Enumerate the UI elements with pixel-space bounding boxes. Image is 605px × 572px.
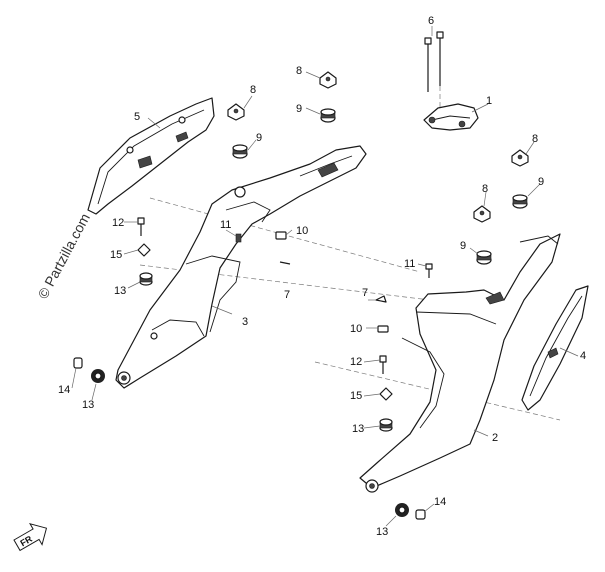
part-14-collar[interactable] xyxy=(73,357,83,369)
part-8-nut[interactable] xyxy=(511,149,529,167)
callout-2: 2 xyxy=(492,432,498,444)
callout-12: 12 xyxy=(350,356,362,368)
part-14-collar[interactable] xyxy=(415,509,426,520)
callout-labels: 1 2 3 4 5 6 7 7 8 8 8 8 9 9 9 9 10 10 11… xyxy=(58,15,586,538)
part-12-screw[interactable] xyxy=(137,217,145,236)
part-8-nut[interactable] xyxy=(473,205,491,223)
part-13-grommet[interactable] xyxy=(91,369,105,383)
part-4-right-side-trim[interactable] xyxy=(521,285,589,411)
part-11-screw[interactable] xyxy=(425,263,433,278)
callout-10: 10 xyxy=(296,225,308,237)
callout-8: 8 xyxy=(296,65,302,77)
part-9-grommet[interactable] xyxy=(232,144,248,159)
callout-8: 8 xyxy=(250,84,256,96)
callout-11: 11 xyxy=(404,258,415,270)
part-13-grommet[interactable] xyxy=(395,503,409,517)
part-10-clip[interactable] xyxy=(275,231,287,240)
hardware xyxy=(73,71,529,520)
part-3-left-side-cover[interactable] xyxy=(115,145,367,389)
callout-13: 13 xyxy=(352,423,364,435)
callout-10: 10 xyxy=(350,323,362,335)
callout-9: 9 xyxy=(296,103,302,115)
callout-5: 5 xyxy=(134,111,140,123)
callout-1: 1 xyxy=(486,95,492,107)
callout-8: 8 xyxy=(482,183,488,195)
part-9-grommet[interactable] xyxy=(320,108,336,123)
callout-9: 9 xyxy=(538,176,544,188)
callout-14: 14 xyxy=(58,384,70,396)
part-12-screw[interactable] xyxy=(379,355,387,374)
part-8-nut[interactable] xyxy=(227,103,245,121)
part-15-clip[interactable] xyxy=(379,387,393,401)
callout-8: 8 xyxy=(532,133,538,145)
callout-3: 3 xyxy=(242,316,248,328)
callout-7: 7 xyxy=(284,289,290,301)
callout-7: 7 xyxy=(362,287,368,299)
callout-12: 12 xyxy=(112,217,124,229)
watermark: © Partzilla.com xyxy=(35,211,93,302)
part-8-nut[interactable] xyxy=(319,71,337,89)
callout-13: 13 xyxy=(376,526,388,538)
part-2-right-side-cover[interactable] xyxy=(359,233,561,493)
part-9-grommet[interactable] xyxy=(476,250,492,265)
part-9-grommet[interactable] xyxy=(512,194,528,209)
callout-15: 15 xyxy=(350,390,362,402)
callout-9: 9 xyxy=(256,132,262,144)
part-11-screw[interactable] xyxy=(235,233,242,243)
callout-4: 4 xyxy=(580,350,586,362)
part-10-clip[interactable] xyxy=(377,325,389,333)
part-13-grommet[interactable] xyxy=(139,272,153,286)
callout-6: 6 xyxy=(428,15,434,27)
leader-lines xyxy=(71,26,579,527)
part-7-screw[interactable] xyxy=(375,295,387,303)
callout-13: 13 xyxy=(82,399,94,411)
callout-11: 11 xyxy=(220,219,231,231)
part-5-left-side-trim[interactable] xyxy=(87,97,215,215)
callout-9: 9 xyxy=(460,240,466,252)
callout-14: 14 xyxy=(434,496,446,508)
callout-15: 15 xyxy=(110,249,122,261)
part-6-bolts[interactable] xyxy=(424,31,444,92)
part-13-grommet[interactable] xyxy=(379,418,393,432)
part-7-screw[interactable] xyxy=(279,261,291,265)
front-arrow-logo: FR xyxy=(13,523,48,552)
callout-13: 13 xyxy=(114,285,126,297)
part-1-bracket[interactable] xyxy=(423,103,479,131)
part-15-clip[interactable] xyxy=(137,243,151,257)
